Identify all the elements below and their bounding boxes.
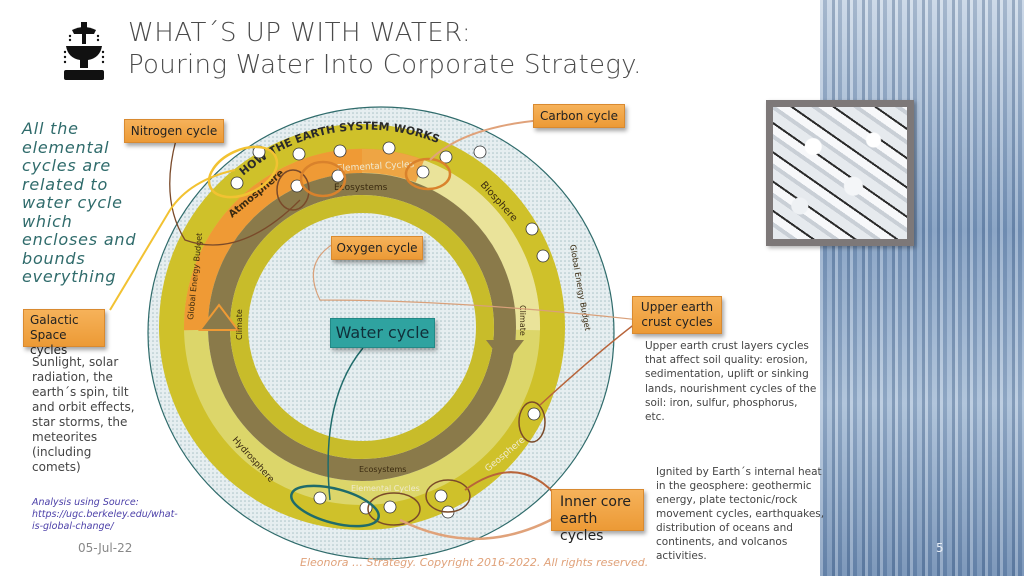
highlight-sunlight bbox=[207, 145, 279, 199]
callout-galactic-space-cycles: Galactic Space cycles bbox=[23, 309, 105, 357]
connector-galactic bbox=[109, 169, 236, 311]
title-line-2: Pouring Water Into Corporate Strategy. bbox=[128, 50, 642, 80]
ring-ecosystems bbox=[230, 195, 494, 459]
process-icon-evolution bbox=[525, 222, 539, 236]
process-icon-plate-tectonics bbox=[527, 407, 541, 421]
connector-upper-crust bbox=[539, 319, 641, 406]
climate-arrow-left bbox=[197, 303, 241, 331]
highlight-plate-tectonics bbox=[518, 401, 546, 443]
copyright-notice: Eleonora … Strategy. Copyright 2016-2022… bbox=[300, 556, 649, 569]
title-line-1: WHAT´S UP WITH WATER: bbox=[128, 18, 472, 48]
callout-upper-earth-crust: Upper earth crust cycles bbox=[632, 296, 722, 334]
side-note: All the elemental cycles are related to … bbox=[22, 119, 137, 286]
fountain-icon bbox=[62, 20, 106, 82]
process-icon-ocean-circulation bbox=[313, 491, 327, 505]
description-upper-crust: Upper earth crust layers cycles that aff… bbox=[645, 340, 817, 424]
label-elemental-cycles-top: Elemental Cycles bbox=[337, 160, 415, 174]
highlight-nitrogen bbox=[276, 169, 310, 211]
description-galactic: Sunlight, solar radiation, the earth´s s… bbox=[32, 355, 135, 474]
process-icon-carbon bbox=[416, 165, 430, 179]
process-icon-photosynthesis bbox=[382, 141, 396, 155]
source-note: Analysis using Source: https://ugc.berke… bbox=[32, 497, 178, 532]
highlight-phosphorus bbox=[299, 160, 347, 198]
label-elemental-cycles-bottom: Elemental Cycles bbox=[351, 484, 420, 493]
callout-inner-core-earth: Inner core earth cycles bbox=[551, 489, 644, 544]
waterfall-background bbox=[820, 0, 1024, 576]
process-icon-rock-cycle bbox=[383, 500, 397, 514]
photo-white-cups bbox=[773, 107, 907, 239]
highlight-rock-cycle bbox=[367, 492, 421, 526]
label-climate-left: Climate bbox=[235, 309, 244, 340]
callout-water-cycle: Water cycle bbox=[330, 318, 435, 348]
connector-nitrogen bbox=[169, 139, 301, 246]
connector-water bbox=[327, 347, 364, 501]
process-icon-reradiation bbox=[473, 145, 487, 159]
highlight-water-cycle bbox=[290, 484, 380, 528]
highlight-weathering bbox=[425, 479, 471, 513]
label-ecosystems-top: Ecosystems bbox=[334, 183, 388, 193]
process-icon-reflection bbox=[230, 176, 244, 190]
photo-frame bbox=[766, 100, 914, 246]
process-icon-atmo-circulation bbox=[292, 147, 306, 161]
process-icon-species bbox=[536, 249, 550, 263]
connector-inner-core-2 bbox=[399, 513, 561, 540]
highlight-carbon bbox=[404, 157, 452, 191]
process-icon-greenhouse bbox=[333, 144, 347, 158]
label-ecosystems-bottom: Ecosystems bbox=[359, 465, 406, 474]
ring-global-energy bbox=[159, 124, 565, 530]
connector-oxygen bbox=[312, 239, 641, 321]
climate-arrow-right bbox=[486, 340, 524, 365]
process-icon-respiration bbox=[439, 150, 453, 164]
description-inner-core: Ignited by Earth´s internal heat in the … bbox=[656, 466, 825, 562]
label-climate-right: Climate bbox=[518, 305, 527, 336]
callout-oxygen-cycle: Oxygen cycle bbox=[331, 236, 423, 260]
process-icon-weathering bbox=[434, 489, 448, 503]
page-number: 5 bbox=[936, 541, 944, 555]
callout-nitrogen-cycle: Nitrogen cycle bbox=[124, 119, 224, 143]
slide-date: 05-Jul-22 bbox=[78, 541, 133, 555]
callout-carbon-cycle: Carbon cycle bbox=[533, 104, 625, 128]
